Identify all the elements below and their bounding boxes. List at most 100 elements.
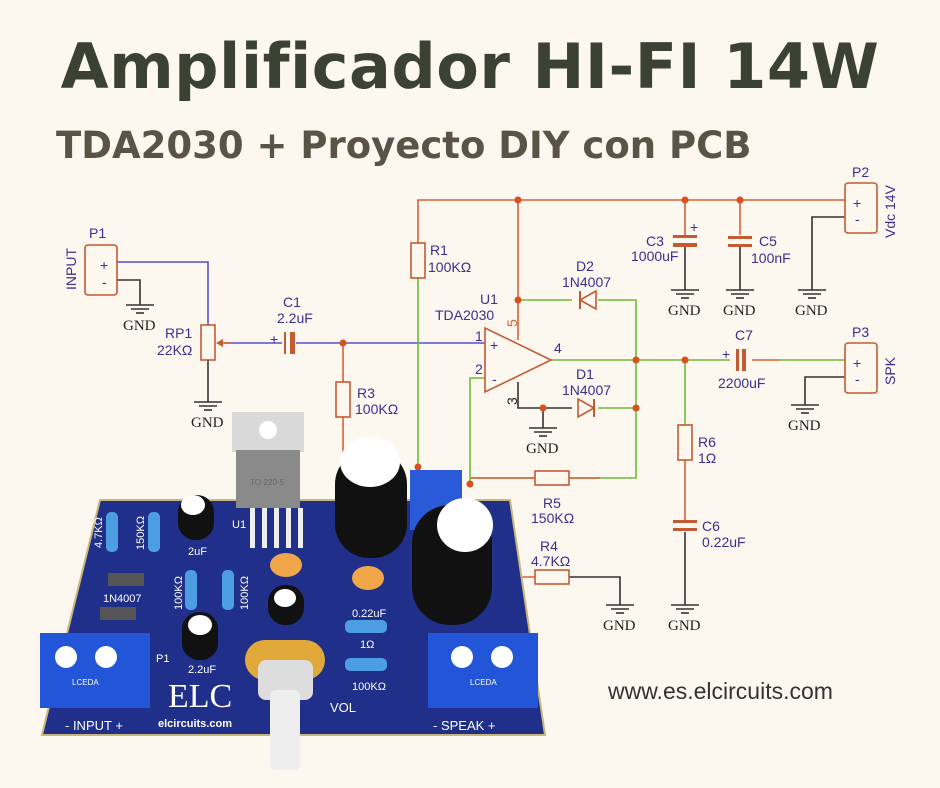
ground-symbols: GND GND GND GND GND GND GND GND GND — [123, 289, 828, 634]
wires — [117, 199, 845, 605]
potentiometer-rp1: RP1 22KΩ — [157, 324, 232, 361]
svg-text:P2: P2 — [852, 164, 869, 180]
svg-text:4: 4 — [554, 340, 562, 356]
svg-text:TDA2030: TDA2030 — [435, 307, 494, 323]
svg-text:- INPUT +: - INPUT + — [65, 718, 123, 733]
resistor-r4: R4 4.7KΩ — [531, 538, 570, 585]
ground-label: GND — [668, 303, 701, 319]
svg-text:R5: R5 — [543, 495, 561, 511]
svg-text:2200uF: 2200uF — [718, 375, 765, 391]
svg-text:1Ω: 1Ω — [360, 639, 374, 651]
capacitor-c7: + C7 2200uF — [718, 327, 765, 391]
connector-p2: P2 + - Vdc 14V — [844, 164, 898, 238]
junctions — [339, 196, 744, 488]
capacitor-c6: C6 0.22uF — [673, 518, 746, 550]
svg-text:-: - — [855, 211, 860, 227]
ground-icon: GND — [526, 427, 559, 457]
svg-text:0.22uF: 0.22uF — [702, 534, 746, 550]
page-title: Amplificador HI-FI 14W — [60, 30, 880, 103]
connector-p3: P3 + - SPK — [844, 324, 898, 394]
svg-text:1N4007: 1N4007 — [103, 593, 142, 605]
ground-icon: GND — [123, 304, 156, 334]
svg-text:elcircuits.com: elcircuits.com — [158, 718, 232, 730]
svg-text:INPUT: INPUT — [63, 248, 79, 290]
svg-text:4.7KΩ: 4.7KΩ — [531, 553, 570, 569]
svg-text:1Ω: 1Ω — [698, 450, 716, 466]
svg-text:150KΩ: 150KΩ — [531, 510, 574, 526]
svg-text:LCEDA: LCEDA — [470, 678, 497, 687]
ground-icon: GND — [723, 289, 756, 319]
svg-text:2uF: 2uF — [188, 546, 207, 558]
diode-d1: D1 1N4007 — [562, 366, 611, 419]
svg-text:100KΩ: 100KΩ — [352, 681, 386, 693]
svg-text:-: - — [855, 371, 860, 387]
svg-text:R1: R1 — [430, 242, 448, 258]
svg-text:100KΩ: 100KΩ — [239, 576, 251, 610]
ground-icon: GND — [788, 404, 821, 434]
ground-label: GND — [788, 418, 821, 434]
svg-text:VOL: VOL — [330, 700, 356, 715]
svg-text:2: 2 — [475, 361, 483, 377]
ground-label: GND — [123, 318, 156, 334]
svg-text:4.7KΩ: 4.7KΩ — [93, 517, 105, 548]
svg-text:-: - — [102, 274, 107, 290]
svg-text:-: - — [492, 371, 497, 387]
svg-text:100nF: 100nF — [751, 250, 791, 266]
svg-text:150KΩ: 150KΩ — [135, 516, 147, 550]
svg-text:C3: C3 — [646, 233, 664, 249]
svg-text:0.22uF: 0.22uF — [352, 608, 387, 620]
svg-text:1: 1 — [475, 328, 483, 344]
svg-text:D1: D1 — [576, 366, 594, 382]
ground-label: GND — [526, 441, 559, 457]
resistor-r5: R5 150KΩ — [531, 470, 574, 526]
connector-p1: P1 + - INPUT — [63, 225, 118, 296]
svg-text:TO-220-5: TO-220-5 — [250, 478, 285, 487]
ground-label: GND — [795, 303, 828, 319]
svg-text:R6: R6 — [698, 434, 716, 450]
svg-text:100KΩ: 100KΩ — [428, 259, 471, 275]
svg-text:R3: R3 — [357, 385, 375, 401]
diode-d2: D2 1N4007 — [562, 258, 611, 311]
svg-text:1N4007: 1N4007 — [562, 274, 611, 290]
capacitor-c1: + C1 2.2uF — [270, 294, 313, 354]
svg-text:C6: C6 — [702, 518, 720, 534]
ground-icon: GND — [668, 289, 701, 319]
svg-text:ELC: ELC — [168, 678, 232, 715]
page-subtitle: TDA2030 + Proyecto DIY con PCB — [56, 124, 752, 167]
ground-label: GND — [723, 303, 756, 319]
website-url[interactable]: www.es.elcircuits.com — [608, 678, 833, 704]
svg-text:C1: C1 — [283, 294, 301, 310]
svg-text:D2: D2 — [576, 258, 594, 274]
svg-text:100KΩ: 100KΩ — [173, 576, 185, 610]
capacitor-c3: + C3 1000uF — [631, 219, 698, 264]
svg-text:U1: U1 — [480, 291, 498, 307]
svg-text:U1: U1 — [232, 519, 246, 531]
resistor-r6: R6 1Ω — [677, 424, 716, 466]
svg-text:+: + — [690, 219, 698, 235]
resistor-r1: R1 100KΩ — [410, 242, 471, 279]
ground-icon: GND — [191, 401, 224, 431]
ground-label: GND — [191, 415, 224, 431]
svg-text:+: + — [490, 337, 498, 353]
svg-text:2.2uF: 2.2uF — [277, 310, 313, 326]
ground-label: GND — [603, 618, 636, 634]
svg-text:LCEDA: LCEDA — [72, 678, 99, 687]
svg-text:+: + — [722, 346, 730, 362]
svg-text:+: + — [270, 331, 278, 347]
svg-text:P3: P3 — [852, 324, 869, 340]
svg-text:2.2uF: 2.2uF — [188, 664, 216, 676]
capacitor-c5: C5 100nF — [728, 233, 791, 266]
svg-text:C7: C7 — [735, 327, 753, 343]
svg-text:1000uF: 1000uF — [631, 248, 678, 264]
svg-text:+: + — [853, 195, 861, 211]
ground-label: GND — [668, 618, 701, 634]
ground-icon: GND — [603, 604, 636, 634]
svg-text:1N4007: 1N4007 — [562, 382, 611, 398]
ground-icon: GND — [795, 289, 828, 319]
svg-text:P1: P1 — [156, 653, 169, 665]
svg-text:Vdc 14V: Vdc 14V — [882, 184, 898, 238]
svg-text:100KΩ: 100KΩ — [355, 401, 398, 417]
ground-icon: GND — [668, 604, 701, 634]
svg-text:C5: C5 — [759, 233, 777, 249]
